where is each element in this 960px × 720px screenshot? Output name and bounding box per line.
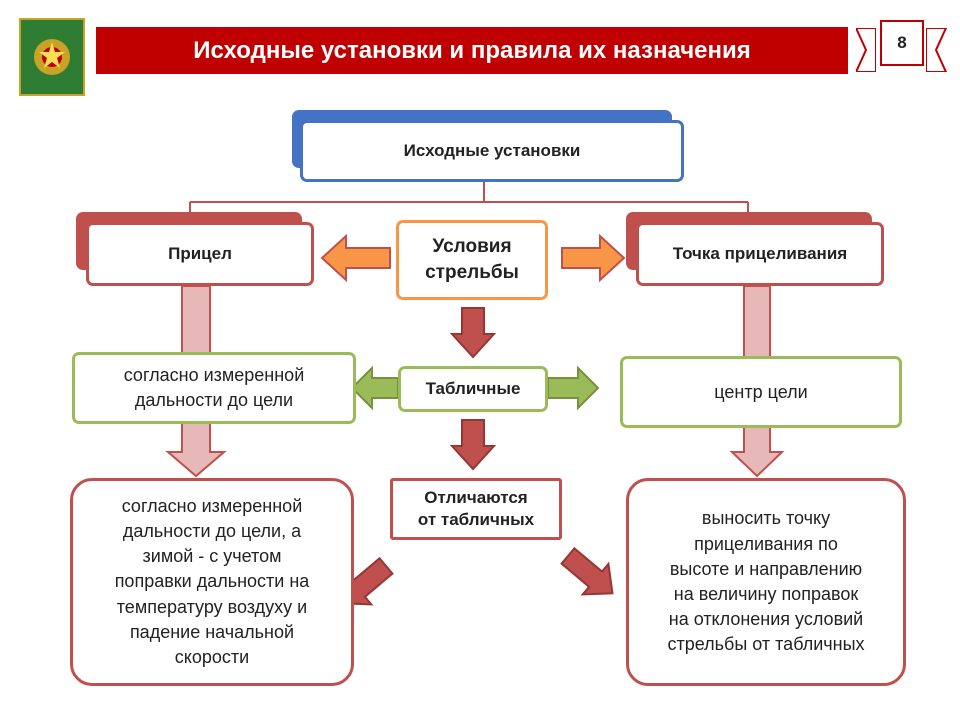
right-bottom-line: высоте и направлению	[669, 558, 863, 579]
right-bottom-line: выносить точку	[701, 508, 831, 529]
emblem-icon	[34, 39, 70, 75]
firing-conditions-line2: стрельбы	[425, 262, 519, 283]
green-arrow-left	[350, 365, 399, 411]
green-arrow-right	[547, 365, 600, 411]
page-title: Исходные установки и правила их назначен…	[96, 27, 848, 74]
tabular-box: Табличные	[398, 366, 548, 412]
left-bottom-line: падение начальной	[129, 621, 295, 642]
differ-line2: от табличных	[417, 510, 535, 529]
left-bottom-line: поправки дальности на	[114, 571, 310, 592]
orange-arrow-left	[320, 233, 391, 283]
firing-conditions-line1: Условия	[432, 236, 512, 258]
page-number-badge: 8	[880, 20, 924, 66]
center-down-arrow-1	[449, 307, 497, 359]
right-bottom-line: стрельбы от табличных	[667, 634, 865, 655]
right-bottom-line: прицеливания по	[694, 533, 838, 554]
orange-arrow-right	[561, 233, 626, 283]
left-bottom-line: дальности до цели, а	[122, 521, 302, 542]
firing-conditions-box: Условия стрельбы	[396, 220, 548, 300]
aiming-point-box: Точка прицеливания	[636, 222, 884, 286]
right-bottom-line: на отклонения условий	[668, 609, 864, 630]
sight-box: Прицел	[86, 222, 314, 286]
left-mid-line1: согласно измеренной	[123, 364, 305, 385]
right-bottom-line: на величину поправок	[673, 584, 859, 604]
root-box: Исходные установки	[300, 120, 684, 182]
left-bottom-box: согласно измеренной дальности до цели, а…	[70, 478, 354, 686]
left-mid-line2: дальности до цели	[134, 390, 294, 410]
differ-box: Отличаются от табличных	[390, 478, 562, 540]
badge-ribbon-right	[925, 27, 948, 73]
left-bottom-line: согласно измеренной	[121, 495, 303, 516]
right-bottom-box: выносить точку прицеливания по высоте и …	[626, 478, 906, 686]
left-bottom-line: скорости	[174, 646, 250, 667]
emblem-logo	[19, 18, 85, 96]
left-bottom-line: температуру воздуху и	[116, 596, 308, 617]
left-bottom-line: зимой - с учетом	[142, 546, 282, 567]
center-down-arrow-2	[449, 419, 497, 471]
diagonal-arrow-right	[560, 546, 614, 596]
left-mid-box: согласно измеренной дальности до цели	[72, 352, 356, 424]
right-mid-box: центр цели	[620, 356, 902, 428]
differ-line1: Отличаются	[424, 487, 528, 507]
